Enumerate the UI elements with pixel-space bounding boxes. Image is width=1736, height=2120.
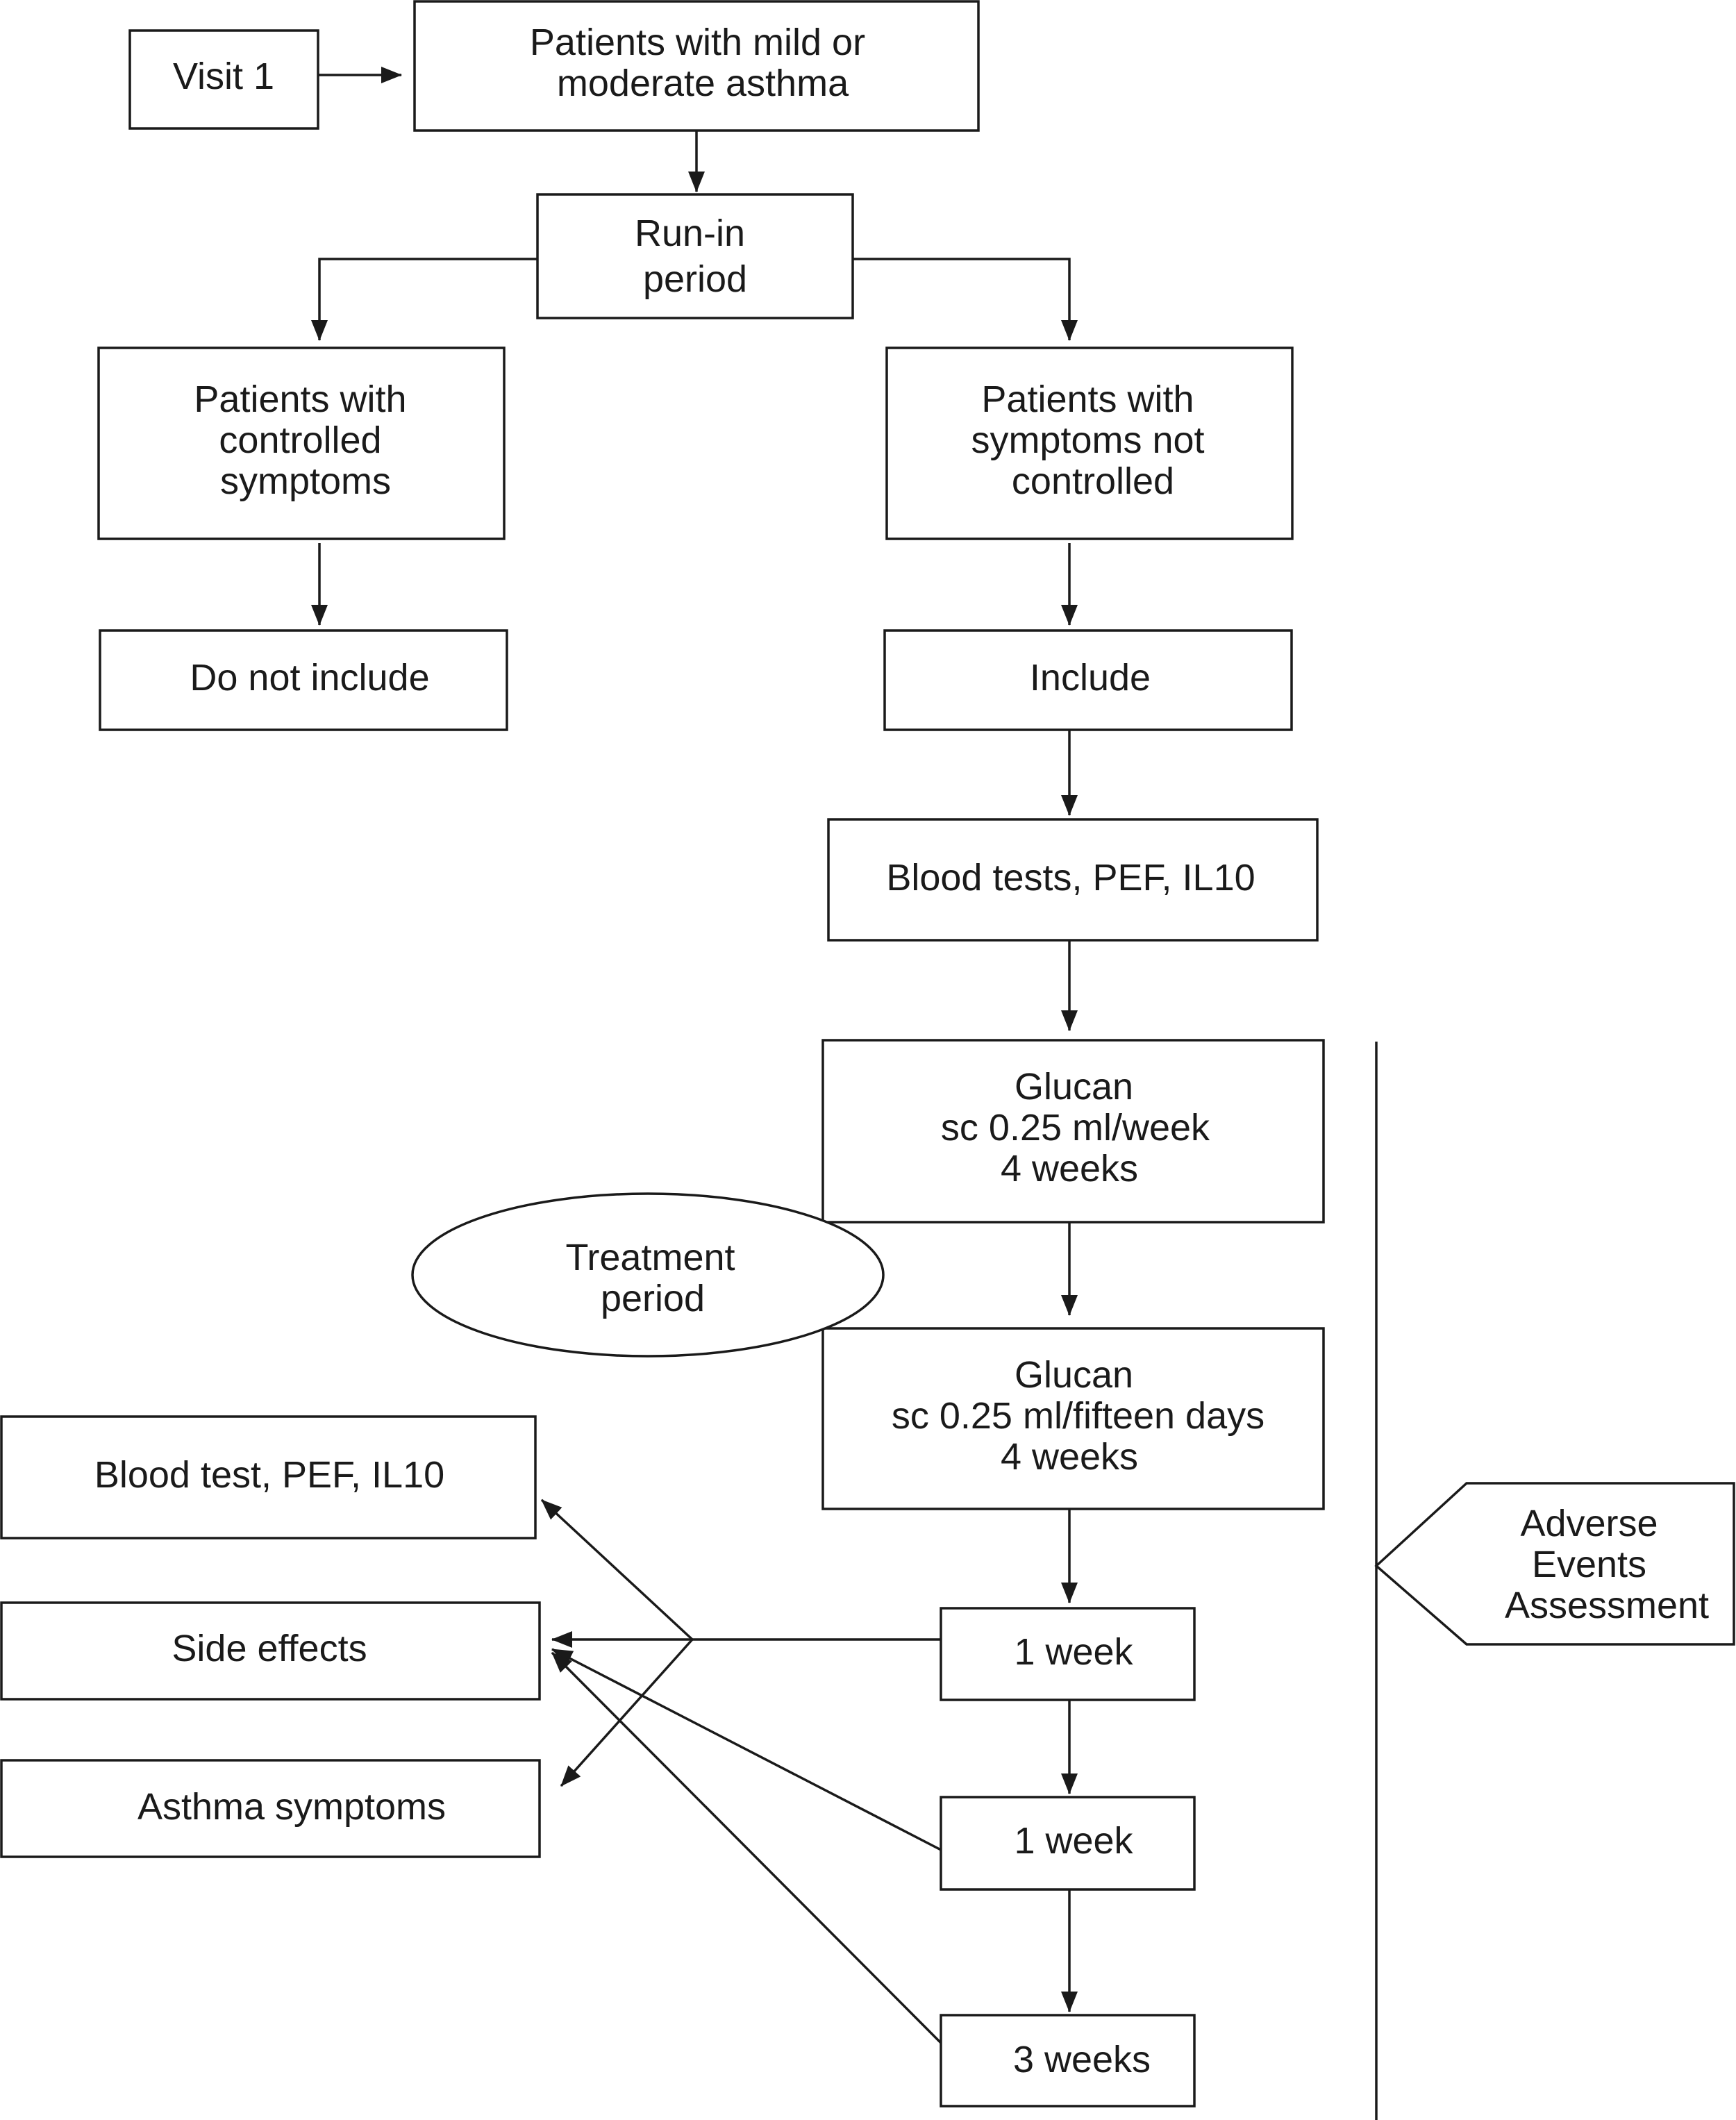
svg-text:Adverse Events Ass: Adverse Events Assessment: [1505, 1503, 1709, 1626]
svg-text:Side effects: Side effects: [172, 1628, 367, 1669]
box-include: Include: [883, 629, 1293, 731]
patients-mild-line-1: Patients with mild or: [530, 22, 865, 63]
treatment-period-line-2: period: [601, 1278, 705, 1319]
pentagon-adverse-events: Adverse Events Assessment: [1374, 1482, 1735, 1646]
side-effects-line-1: Side effects: [172, 1628, 367, 1669]
svg-text:Glucan sc 0.25 ml/fiftee: Glucan sc 0.25 ml/fifteen days 4 weeks: [892, 1354, 1275, 1478]
glucan-weekly-line-2: sc 0.25 ml/week: [941, 1107, 1210, 1149]
visit1-line-1: Visit 1: [173, 56, 274, 97]
week1-first-line-1: 1 week: [1014, 1631, 1133, 1673]
box-do-not-include: Do not include: [99, 629, 508, 731]
box-blood-test-followup: Blood test, PEF, IL10: [0, 1415, 537, 1539]
controlled-line-2: controlled: [219, 419, 381, 461]
svg-text:Treatment period: Treatment period: [565, 1237, 745, 1319]
controlled-line-3: symptoms: [220, 460, 391, 502]
svg-text:Run-in period: Run-in period: [635, 212, 756, 300]
glucan-fifteen-line-1: Glucan: [1015, 1354, 1133, 1396]
glucan-fifteen-line-3: 4 weeks: [1001, 1436, 1138, 1478]
svg-text:1 week: 1 week: [1014, 1631, 1133, 1673]
svg-text:Patients with mild or mo: Patients with mild or moderate asthma: [530, 22, 876, 104]
glucan-fifteen-line-2: sc 0.25 ml/fifteen days: [892, 1395, 1265, 1437]
arrow-runin-to-controlled: [311, 258, 537, 341]
not-controlled-line-3: controlled: [1012, 460, 1174, 502]
box-controlled-symptoms: Patients with controlled symptoms: [97, 347, 506, 540]
svg-text:Do not include: Do not include: [190, 657, 429, 699]
weeks3-line-1: 3 weeks: [1013, 2039, 1151, 2080]
box-week1-second: 1 week: [940, 1796, 1196, 1891]
glucan-weekly-line-3: 4 weeks: [1001, 1148, 1138, 1190]
run-in-line-2: period: [643, 258, 747, 300]
box-week1-first: 1 week: [940, 1607, 1196, 1701]
arrow-fan-to-blood-test: [540, 1499, 694, 1641]
not-controlled-line-1: Patients with: [981, 378, 1194, 420]
box-visit1: Visit 1: [128, 29, 319, 130]
box-symptoms-not-controlled: Patients with symptoms not controlled: [885, 347, 1294, 540]
ellipse-treatment-period: Treatment period: [411, 1192, 885, 1358]
svg-text:Blood test, PEF, IL10: Blood test, PEF, IL10: [94, 1454, 444, 1496]
svg-text:Patients with symptoms n: Patients with symptoms not controlled: [971, 378, 1215, 502]
adverse-events-line-1: Adverse: [1520, 1503, 1658, 1544]
arrow-fan-to-asthma-symptoms: [560, 1638, 694, 1787]
svg-text:Visit 1: Visit 1: [173, 56, 274, 97]
box-3-weeks: 3 weeks: [940, 2014, 1196, 2108]
arrow-3weeks-to-side-effects: [551, 1651, 942, 2044]
blood-tests-baseline-line-1: Blood tests, PEF, IL10: [886, 857, 1255, 899]
patients-mild-line-2: moderate asthma: [557, 62, 849, 104]
box-patients-mild-moderate: Patients with mild or moderate asthma: [413, 0, 980, 132]
glucan-weekly-line-1: Glucan: [1015, 1066, 1133, 1108]
svg-text:Glucan sc 0.25 ml/week: Glucan sc 0.25 ml/week 4 weeks: [941, 1066, 1220, 1190]
treatment-period-line-1: Treatment: [565, 1237, 735, 1278]
blood-test-followup-line-1: Blood test, PEF, IL10: [94, 1454, 444, 1496]
arrow-runin-to-not-controlled: [853, 258, 1078, 341]
box-glucan-fifteen-days: Glucan sc 0.25 ml/fifteen days 4 weeks: [821, 1327, 1325, 1510]
svg-text:Include: Include: [1030, 657, 1151, 699]
week1-second-line-1: 1 week: [1014, 1820, 1133, 1862]
svg-text:Asthma symptoms: Asthma symptoms: [137, 1786, 446, 1828]
box-side-effects: Side effects: [0, 1601, 541, 1701]
box-run-in-period: Run-in period: [536, 193, 854, 319]
include-line-1: Include: [1030, 657, 1151, 699]
svg-text:Blood tests, PEF, IL10: Blood tests, PEF, IL10: [886, 857, 1255, 899]
adverse-events-line-3: Assessment: [1505, 1585, 1709, 1626]
run-in-line-1: Run-in: [635, 212, 745, 254]
do-not-include-line-1: Do not include: [190, 657, 429, 699]
controlled-line-1: Patients with: [194, 378, 406, 420]
box-glucan-weekly: Glucan sc 0.25 ml/week 4 weeks: [821, 1039, 1325, 1224]
svg-text:Patients with controlled: Patients with controlled symptoms: [194, 378, 417, 502]
not-controlled-line-2: symptoms not: [971, 419, 1204, 461]
box-blood-tests-baseline: Blood tests, PEF, IL10: [827, 818, 1319, 942]
connectors: [311, 67, 1378, 2120]
svg-text:3 weeks: 3 weeks: [1013, 2039, 1151, 2080]
adverse-events-line-2: Events: [1532, 1544, 1646, 1585]
asthma-symptoms-line-1: Asthma symptoms: [137, 1786, 446, 1828]
arrow-week1b-to-side-effects: [551, 1648, 942, 1851]
box-asthma-symptoms: Asthma symptoms: [0, 1759, 541, 1858]
svg-text:1 week: 1 week: [1014, 1820, 1133, 1862]
